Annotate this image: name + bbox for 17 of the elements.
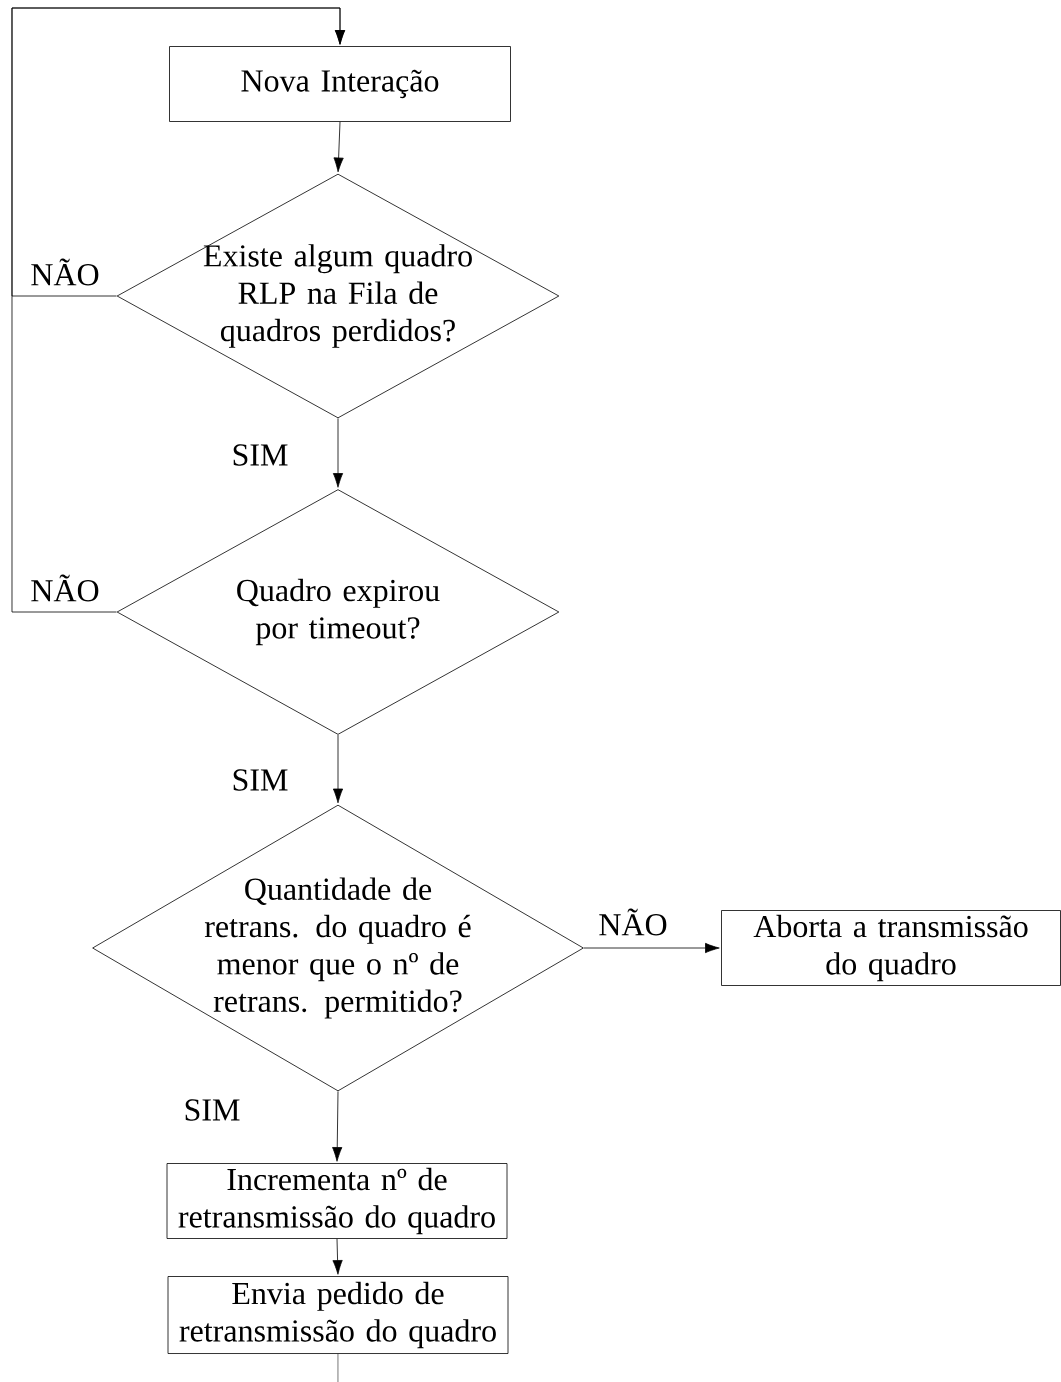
arrow <box>332 418 344 488</box>
edge-label: NÃO <box>31 574 99 602</box>
edge-label: NÃO <box>31 258 99 286</box>
arrow <box>583 942 720 954</box>
arrow <box>333 121 344 173</box>
edge-label: SIM <box>233 769 288 791</box>
arrow <box>332 734 344 804</box>
process-box: Nova Interação <box>169 46 511 122</box>
arrow <box>11 7 346 613</box>
arrow <box>332 1091 343 1162</box>
arrow <box>332 1238 343 1275</box>
edge-label: SIM <box>185 1099 240 1121</box>
edge-label: SIM <box>233 444 288 466</box>
process-box: Envia pedido de retransmissão do quadro <box>167 1276 509 1354</box>
edge-label: NÃO <box>599 908 667 936</box>
process-box: Incrementa nº de retransmissão do quadro <box>166 1163 508 1239</box>
process-box: Aborta a transmissão do quadro <box>721 910 1061 986</box>
